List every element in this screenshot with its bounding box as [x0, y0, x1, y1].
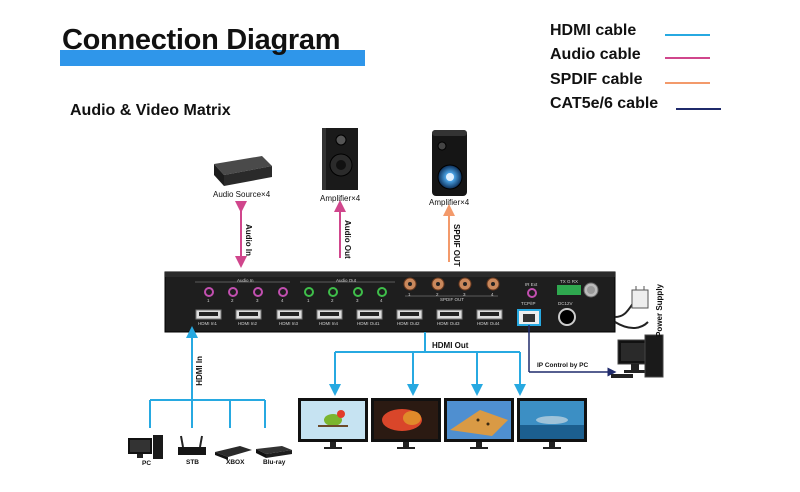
amplifier-label-1: Amplifier×4: [320, 194, 361, 203]
bluray-device: [256, 446, 292, 458]
legend: HDMI cable Audio cable SPDIF cable CAT5e…: [548, 22, 748, 122]
legend-label-audio: Audio cable: [550, 46, 641, 63]
panel-audio-in-num-4: 4: [281, 298, 284, 303]
page-title: Connection Diagram: [62, 24, 341, 56]
tv-dolphin: [517, 398, 587, 449]
legend-label-hdmi: HDMI cable: [550, 22, 637, 39]
ip-control-label: IP Control by PC: [537, 362, 589, 369]
legend-label-spdif: SPDIF cable: [550, 71, 643, 88]
panel-hdmi-in3: HDMI In3: [279, 321, 299, 326]
panel-audio-out-num-4: 4: [380, 298, 383, 303]
legend-line-cat: [676, 108, 721, 110]
xbox-device: [215, 446, 252, 460]
panel-tcp-ip: TCP/IP: [521, 301, 536, 306]
panel-audio-out-num-1: 1: [307, 298, 310, 303]
panel-audio-out-header: Audio Out: [336, 278, 357, 283]
panel-spdif-header: SPDIF OUT: [440, 297, 465, 302]
power-supply-label: Power Supply: [655, 284, 664, 337]
audio-source-label: Audio Source×4: [213, 190, 271, 199]
legend-label-cat: CAT5e/6 cable: [550, 95, 659, 112]
tv-chameleon: [371, 398, 441, 449]
panel-audio-in-header: Audio In: [237, 278, 254, 283]
panel-hdmi-in2: HDMI In2: [238, 321, 258, 326]
stb-device: [178, 435, 206, 455]
panel-dc12v: DC12V: [558, 301, 573, 306]
audio-out-flow-label: Audio Out: [343, 220, 352, 259]
legend-line-hdmi: [665, 34, 710, 36]
panel-hdmi-in1: HDMI In1: [198, 321, 218, 326]
hdmi-in-flow-label: HDMI In: [195, 356, 204, 386]
power-adapter: [614, 286, 649, 329]
panel-hdmi-out3: HDMI Out3: [437, 321, 460, 326]
hdmi-out-flow-label: HDMI Out: [432, 341, 469, 350]
panel-tx-g-rx: TX G RX: [560, 279, 579, 284]
title-underline-bar: [60, 50, 365, 66]
source-label-stb: STB: [186, 459, 199, 466]
panel-spdif-num-2: 2: [436, 292, 439, 297]
spdif-out-flow-label: SPDIF OUT: [452, 224, 461, 267]
control-pc: [611, 334, 664, 378]
panel-audio-in-num-3: 3: [256, 298, 259, 303]
amplifier-device: [432, 130, 467, 196]
panel-audio-out-num-2: 2: [331, 298, 334, 303]
panel-ir-ext: IR Ext: [525, 282, 538, 287]
source-label-xbox: XBOX: [226, 459, 245, 466]
legend-line-spdif: [665, 82, 710, 84]
panel-hdmi-in4: HDMI In4: [319, 321, 339, 326]
panel-audio-in-num-1: 1: [207, 298, 210, 303]
subtitle: Audio & Video Matrix: [70, 102, 231, 119]
source-label-bluray: Blu-ray: [263, 459, 286, 466]
ip-control-line: [528, 325, 617, 377]
pc-device: [128, 435, 163, 459]
speaker-device: [322, 128, 358, 190]
panel-audio-out-num-3: 3: [356, 298, 359, 303]
source-label-pc: PC: [142, 460, 152, 467]
panel-hdmi-out4: HDMI Out4: [477, 321, 500, 326]
legend-line-audio: [665, 57, 710, 59]
matrix-switch: [164, 271, 616, 333]
audio-in-flow-label: Audio In: [244, 224, 253, 256]
panel-spdif-num-3: 3: [463, 292, 466, 297]
hdmi-in-lines: [149, 326, 266, 428]
panel-hdmi-out1: HDMI Out1: [357, 321, 380, 326]
panel-hdmi-out2: HDMI Out2: [397, 321, 420, 326]
amplifier-label-2: Amplifier×4: [429, 198, 470, 207]
panel-audio-in-num-2: 2: [231, 298, 234, 303]
tv-parrot: [298, 398, 368, 449]
tv-leopard: [444, 398, 514, 449]
audio-source-device: [214, 156, 272, 186]
panel-spdif-num-4: 4: [491, 292, 494, 297]
hdmi-out-lines: [329, 332, 526, 396]
panel-spdif-num-1: 1: [408, 292, 411, 297]
